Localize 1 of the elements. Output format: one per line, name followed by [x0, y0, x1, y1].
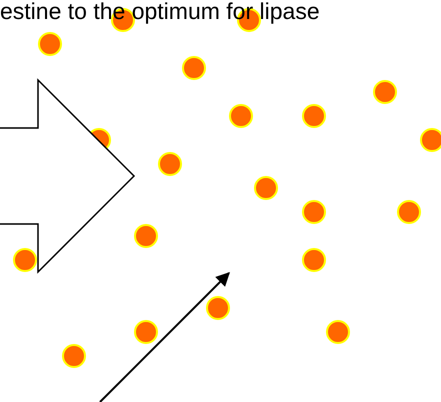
caption-text: estine to the optimum for lipase [0, 0, 320, 23]
